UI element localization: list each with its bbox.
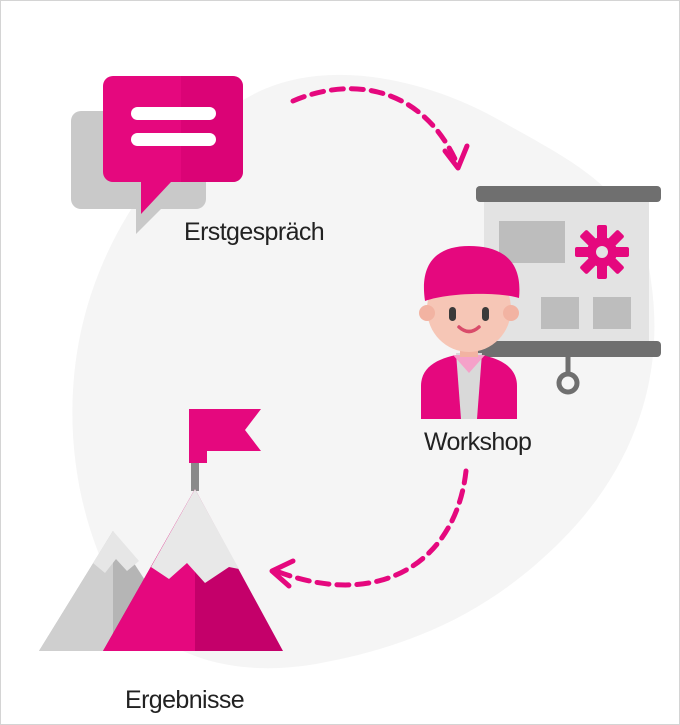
arrow-head-1 [442,143,470,171]
mountain-flag-icon [39,409,283,651]
step-label-ergebnisse: Ergebnisse [125,686,245,714]
step-label-workshop: Workshop [424,428,532,456]
whiteboard-icon [476,186,661,395]
gear-icon [575,225,629,279]
arrow-erstgespraech-to-workshop [290,86,459,164]
presenter-icon [419,246,520,419]
arrow-workshop-to-ergebnisse [273,468,469,588]
arrow-head-2 [269,558,296,589]
step-label-erstgespraech: Erstgespräch [184,218,325,246]
speech-bubble-icon [71,76,243,234]
